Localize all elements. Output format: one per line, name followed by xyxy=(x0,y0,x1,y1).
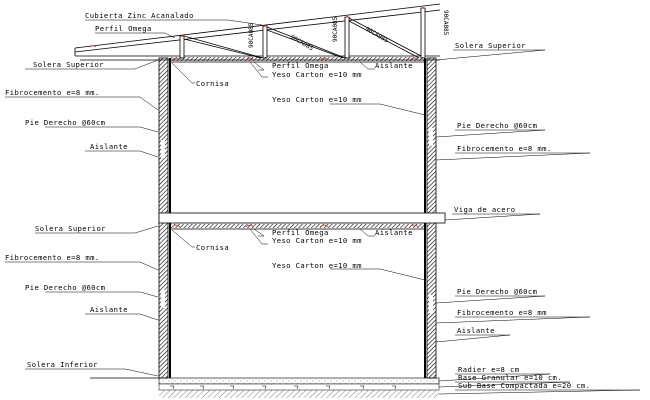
truss-label-4: 90CA085 xyxy=(364,26,390,45)
leader-lines xyxy=(5,19,641,395)
label-fiber-cement-left-lower: Fibrocemento e=8 mm. xyxy=(5,253,100,262)
label-insulation-ceiling-upper: Aislante xyxy=(375,61,413,70)
label-steel-beam: Viga de acero xyxy=(454,205,515,214)
label-omega-ceiling-upper: Perfil Omega xyxy=(272,61,329,70)
label-sub-base: Sub Base Compactada e=20 cm. xyxy=(458,381,590,390)
label-insulation-ceiling-lower: Aislante xyxy=(375,228,413,237)
label-gypsum-ceiling-lower: Yeso Carton e=10 mm xyxy=(272,236,362,245)
labels: Cubierta Zinc Acanalado Perfil Omega Sol… xyxy=(5,11,590,390)
label-gypsum-ceiling-upper: Yeso Carton e=10 mm xyxy=(272,70,362,79)
label-granular-base: Base Granular e=10 cm. xyxy=(458,373,562,382)
label-cornice-lower: Cornisa xyxy=(196,243,229,252)
label-omega-roof: Perfil Omega xyxy=(95,24,152,33)
label-fiber-cement-left-upper: Fibrocemento e=8 mm. xyxy=(5,88,100,97)
label-gypsum-wall-upper: Yeso Carton e=10 mm xyxy=(272,95,362,104)
label-cornice-upper: Cornisa xyxy=(196,79,229,88)
truss-label-5: 90CA085 xyxy=(442,10,449,36)
label-fiber-cement-right-upper: Fibrocemento e=8 mm. xyxy=(457,144,552,153)
label-bottom-plate: Solera Inferior xyxy=(27,360,98,369)
label-omega-ceiling-lower: Perfil Omega xyxy=(272,228,329,237)
label-insulation-left-upper: Aislante xyxy=(90,142,128,151)
label-insulation-right-lower: Aislante xyxy=(457,326,495,335)
truss-label-1: 90CA085 xyxy=(248,22,255,48)
label-insulation-left-lower: Aislante xyxy=(90,305,128,314)
label-slab: Radier e=8 cm xyxy=(458,365,519,374)
label-stud-left-upper: Pie Derecho @60cm xyxy=(25,118,105,127)
truss-label-3: 90CA085 xyxy=(332,16,339,42)
label-top-plate-left-lower: Solera Superior xyxy=(35,224,106,233)
label-fiber-cement-right-lower: Fibrocemento e=8 mm xyxy=(457,308,547,317)
label-roof-cover: Cubierta Zinc Acanalado xyxy=(85,11,194,20)
upper-ceiling xyxy=(170,57,425,63)
label-top-plate-left-upper: Solera Superior xyxy=(33,60,104,69)
steel-beam xyxy=(158,212,446,230)
label-gypsum-wall-lower: Yeso Carton e=10 mm xyxy=(272,261,362,270)
label-top-plate-right-upper: Solera Superior xyxy=(455,41,526,50)
label-stud-left-lower: Pie Derecho @60cm xyxy=(25,283,105,292)
truss-label-2: 90CA085 xyxy=(289,34,315,53)
label-stud-right-lower: Pie Derecho @60cm xyxy=(457,287,537,296)
foundation xyxy=(90,377,440,398)
label-stud-right-upper: Pie Derecho @60cm xyxy=(457,121,537,130)
